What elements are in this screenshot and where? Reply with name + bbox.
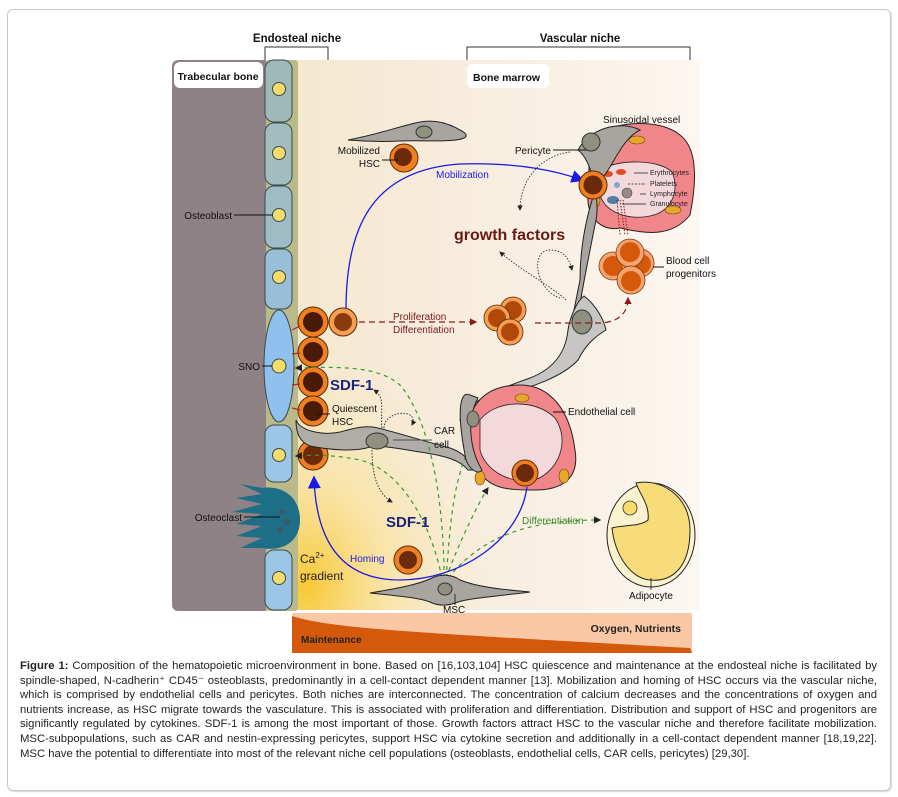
blood-cell-progenitors bbox=[598, 238, 655, 295]
vascular-niche-header: Vascular niche bbox=[466, 33, 691, 60]
osteoclast bbox=[232, 484, 300, 549]
mobilized-hsc-label-1: Mobilized bbox=[338, 146, 380, 157]
pericyte-label: Pericyte bbox=[515, 146, 552, 157]
svg-text:Vascular niche: Vascular niche bbox=[540, 33, 621, 45]
quiescent-hsc-label-2: HSC bbox=[332, 417, 353, 428]
lymphocyte-label: Lymphocyte bbox=[650, 191, 688, 198]
blood-cell-progenitors-label-2: progenitors bbox=[666, 269, 716, 280]
sdf1-label-bottom: SDF-1 bbox=[386, 514, 429, 531]
maintenance-label: Maintenance bbox=[301, 635, 362, 646]
blood-cell-progenitors-label-1: Blood cell bbox=[666, 256, 709, 267]
adipocyte bbox=[606, 481, 696, 588]
mobilized-hsc bbox=[389, 143, 419, 173]
growth-factor-arrow-2 bbox=[537, 249, 574, 299]
quiescent-hsc-label-1: Quiescent bbox=[332, 404, 377, 415]
svg-text:Endosteal niche: Endosteal niche bbox=[253, 33, 341, 45]
osteoblast-nucleus bbox=[272, 208, 286, 222]
sdf1-label-top: SDF-1 bbox=[330, 377, 373, 394]
differentiation-label-prolif: Differentiation bbox=[393, 325, 455, 336]
bone-marrow-label: Bone marrow bbox=[473, 72, 541, 84]
homing-hsc bbox=[393, 545, 423, 575]
stromal-cell-top bbox=[347, 120, 467, 142]
caption-label: Figure 1: bbox=[20, 660, 69, 672]
trabecular-bone-label: Trabecular bone bbox=[177, 71, 258, 83]
granulocyte-label: Granulocyte bbox=[650, 201, 688, 208]
ca-gradient-label-1: Ca2+ bbox=[300, 551, 325, 566]
trabecular-bone bbox=[172, 60, 270, 611]
erythrocytes-label: Erythrocytes bbox=[650, 170, 689, 177]
oxygen-nutrients-label: Oxygen, Nutrients bbox=[591, 623, 682, 635]
mobilized-hsc-label-2: HSC bbox=[359, 159, 380, 170]
endothelial-vessel bbox=[467, 384, 577, 491]
osteoblast-nucleus bbox=[272, 571, 286, 585]
osteoblast-column bbox=[263, 59, 295, 611]
osteoclast-label: Osteoclast bbox=[195, 513, 242, 524]
car-sdf1-arrow-up bbox=[373, 389, 383, 429]
endosteal-niche-header: Endosteal niche bbox=[253, 33, 341, 60]
osteoblast-nucleus bbox=[272, 82, 286, 96]
growth-factors-label: growth factors bbox=[454, 227, 565, 244]
figure-caption: Figure 1: Composition of the hematopoiet… bbox=[20, 659, 877, 761]
proliferating-cells bbox=[483, 296, 527, 346]
car-sdf1-arrow-down bbox=[371, 449, 393, 503]
osteoblast-nucleus bbox=[272, 270, 286, 284]
endothelial-cell-label: Endothelial cell bbox=[568, 407, 635, 418]
mobilization-label: Mobilization bbox=[436, 170, 489, 181]
osteoblast-nucleus bbox=[272, 146, 286, 160]
maintenance-oxygen-gradient-bar bbox=[292, 613, 692, 653]
mobilization-arrow[interactable] bbox=[345, 163, 585, 311]
osteoblast-label: Osteoblast bbox=[184, 211, 232, 222]
growth-factor-arrow-1 bbox=[499, 251, 567, 301]
msc-label: MSC bbox=[443, 605, 465, 616]
proliferation-label: Proliferation bbox=[393, 312, 446, 323]
sno-label: SNO bbox=[238, 362, 260, 373]
caption-text: Composition of the hematopoietic microen… bbox=[20, 660, 877, 760]
adipocyte-label: Adipocyte bbox=[629, 591, 673, 602]
car-cell-label-1: CAR bbox=[434, 426, 455, 437]
vessel-hsc bbox=[578, 170, 608, 200]
car-cell-label-2: cell bbox=[434, 440, 449, 451]
homing-label: Homing bbox=[350, 554, 384, 565]
osteoblast-nucleus bbox=[272, 448, 286, 462]
differentiation-to-progenitors-arrow bbox=[535, 296, 632, 324]
ca-gradient-label-2: gradient bbox=[300, 569, 344, 583]
niche-diagram: Endosteal niche Vascular niche Trabecula… bbox=[172, 33, 716, 653]
homing-arrow[interactable] bbox=[307, 475, 528, 581]
pericyte-signal-arrow bbox=[517, 151, 571, 211]
platelets-label: Platelets bbox=[650, 181, 677, 188]
differentiation-label-adipo: Differentiation bbox=[522, 516, 584, 527]
car-autocrine-arrow bbox=[383, 412, 417, 429]
sno-nucleus bbox=[271, 358, 287, 374]
sinusoidal-vessel-label: Sinusoidal vessel bbox=[603, 115, 680, 126]
